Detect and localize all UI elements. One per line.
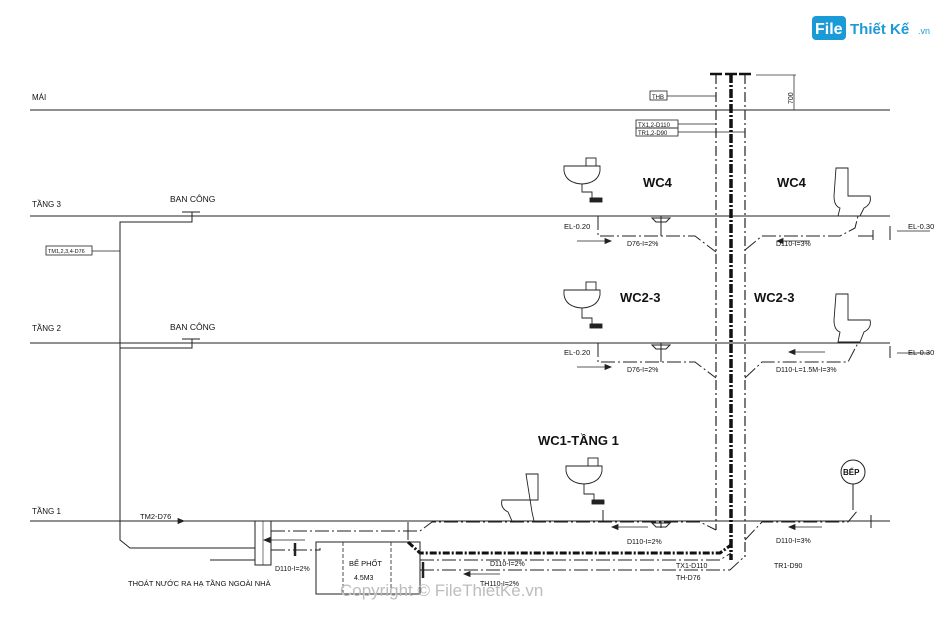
floor3-branches — [597, 215, 930, 253]
room-wc4-right: WC4 — [777, 175, 807, 190]
f2-left-pipe-label: D76-I=2% — [627, 367, 658, 374]
tr1-pipe-label: TR1-D90 — [774, 563, 803, 570]
lavatory-icon — [563, 157, 603, 203]
floor2-level-label: TẦNG 2 — [32, 323, 61, 333]
f2-right-pipe-label: D110-L=1.5M-I=3% — [776, 367, 837, 374]
roof-dimension — [756, 74, 796, 110]
tx-riser-tag: TX1,2-D110 — [638, 123, 671, 129]
floor3-flow-arrows — [577, 237, 810, 245]
riser-tags — [45, 90, 745, 256]
f3-right-elevation: EL-0.30 — [908, 222, 934, 231]
logo-text: Thiết Kế — [850, 21, 910, 38]
room-wc4-left: WC4 — [643, 175, 673, 190]
septic-tank-volume: 4.5M3 — [354, 575, 374, 582]
room-wc1: WC1-TẦNG 1 — [538, 433, 619, 448]
f1-mid-pipe-label: D110-I=2% — [627, 539, 662, 546]
level-lines — [30, 109, 890, 522]
room-wc23-right: WC2-3 — [754, 290, 794, 305]
tm-riser-tag: TM1,2,3,4-D76 — [48, 249, 85, 255]
floor-drain-icon — [650, 217, 672, 528]
logo-badge — [812, 16, 846, 40]
f3-left-elevation: EL-0.20 — [564, 222, 590, 231]
f3-right-pipe-label: D110-I=3% — [776, 241, 811, 248]
th-pipe-label: TH-D76 — [676, 575, 701, 582]
f1-tm2-label: TM2-D76 — [140, 512, 171, 521]
floor1-level-label: TẦNG 1 — [32, 506, 61, 516]
f1-outlet-pipe-label: D110-I=2% — [275, 566, 310, 573]
main-sewer-pipe — [406, 540, 732, 555]
room-wc23-left: WC2-3 — [620, 290, 660, 305]
floor2-branches — [597, 342, 930, 379]
lavatory-icon — [563, 281, 603, 329]
tx1-pipe-label: TX1-D110 — [676, 563, 707, 570]
septic-tank — [315, 541, 421, 595]
logo-suffix: .vn — [918, 26, 930, 36]
floor3-level-label: TẦNG 3 — [32, 199, 61, 209]
f1-low-pipe-label-2: TH110-I=2% — [480, 581, 519, 588]
logo-badge-text: File — [815, 21, 843, 38]
copyright-watermark: Copyright © FileThietKe.vn — [340, 581, 543, 600]
f2-left-elevation: EL-0.20 — [564, 348, 590, 357]
f3-left-pipe-label: D76-I=2% — [627, 241, 658, 248]
lavatory-icon — [565, 457, 605, 505]
balcony-floor2-label: BAN CÔNG — [170, 322, 215, 332]
septic-tank-name: BỂ PHỐT — [349, 558, 382, 568]
f2-right-elevation: EL-0.30 — [908, 348, 934, 357]
thb-tag: THB — [652, 95, 664, 101]
roof-level-label: MÁI — [32, 93, 46, 102]
toilet-icon — [833, 167, 871, 217]
site-logo[interactable]: File Thiết Kế .vn — [812, 12, 940, 44]
f1-right-pipe-label: D110-I=3% — [776, 538, 811, 545]
toilet-icon — [833, 293, 871, 343]
kitchen-label: BẾP — [843, 467, 860, 477]
toilet-icon — [501, 473, 539, 522]
floor1-flow-arrows — [140, 517, 822, 578]
rainwater-stack — [119, 211, 255, 561]
outlet-note: THOÁT NƯỚC RA HẠ TẦNG NGOÀI NHÀ — [128, 578, 271, 588]
dimension-label: 700 — [788, 92, 795, 104]
balcony-floor3-label: BAN CÔNG — [170, 194, 215, 204]
tr-riser-tag: TR1,2-D90 — [638, 131, 668, 137]
f1-low-pipe-label-1: D110-I=2% — [490, 561, 525, 568]
vertical-risers — [710, 72, 751, 560]
floor2-flow-arrows — [577, 348, 825, 371]
